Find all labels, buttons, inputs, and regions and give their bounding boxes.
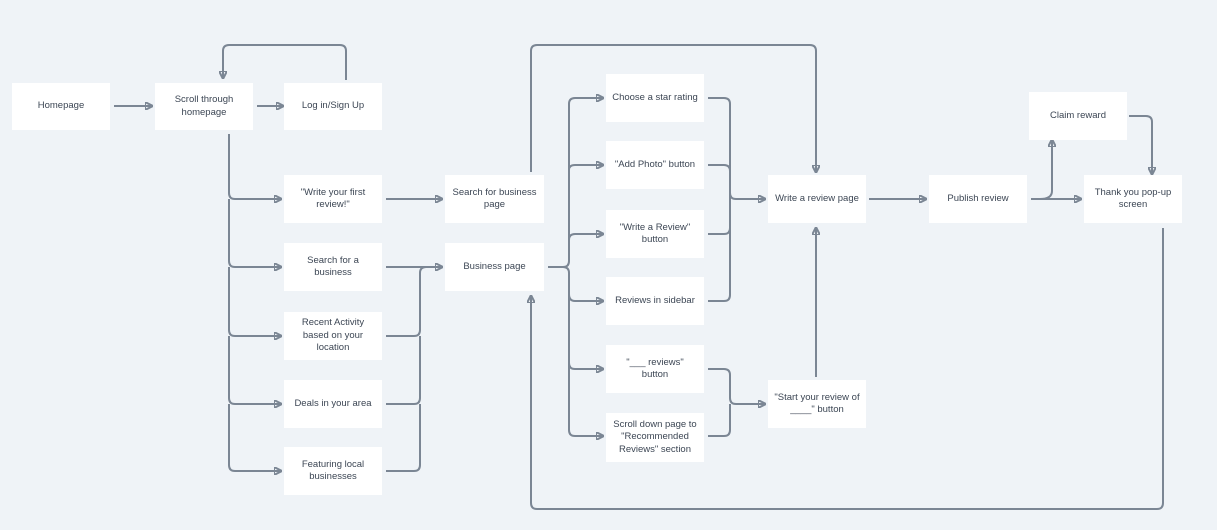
edge-scroll-to-deals (228, 336, 281, 404)
edge-business-page-to-write-review-btn (568, 234, 603, 241)
node-business-page: Business page (445, 243, 544, 291)
edge-write-review-btn-to-write-review-page (708, 199, 731, 235)
edge-scroll-recommended-to-start-review (708, 404, 731, 437)
edge-claim-reward-to-thank-you (1129, 115, 1152, 174)
node-scroll-recommended: Scroll down page to "Recommended Reviews… (606, 413, 704, 462)
edge-scroll-to-write-first (228, 134, 281, 199)
node-reviews-sidebar: Reviews in sidebar (606, 277, 704, 325)
edge-star-rating-to-write-review-page (708, 97, 765, 199)
node-write-review-page: Write a review page (768, 175, 866, 223)
edge-business-page-to-reviews-sidebar (568, 293, 603, 301)
node-write-review-button: "Write a Review" button (606, 210, 704, 258)
edge-reviews-count-to-start-review (708, 368, 765, 404)
node-search-business-page: Search for business page (445, 175, 544, 223)
node-start-review-button: "Start your review of ____" button (768, 380, 866, 428)
edge-featuring-to-business-page (386, 404, 421, 472)
node-write-first-review: "Write your first review!" (284, 175, 382, 223)
node-login-signup: Log in/Sign Up (284, 83, 382, 130)
edge-search-page-to-write-review-page (530, 44, 816, 172)
node-featuring-local: Featuring local businesses (284, 447, 382, 495)
edge-scroll-to-recent-activity (228, 267, 281, 336)
edge-business-page-to-add-photo (568, 165, 603, 171)
node-homepage: Homepage (12, 83, 110, 130)
edge-business-page-lower-branch (562, 266, 603, 436)
node-recent-activity: Recent Activity based on your location (284, 312, 382, 360)
edge-sidebar-to-write-review-page (708, 199, 731, 302)
node-thank-you-popup: Thank you pop-up screen (1084, 175, 1182, 223)
edge-business-page-to-reviews-count (568, 362, 603, 369)
node-claim-reward: Claim reward (1029, 92, 1127, 140)
edge-deals-to-business-page (386, 336, 421, 405)
node-publish-review: Publish review (929, 175, 1027, 223)
node-choose-star-rating: Choose a star rating (606, 74, 704, 122)
node-scroll-homepage: Scroll through homepage (155, 83, 253, 130)
node-search-business: Search for a business (284, 243, 382, 291)
node-deals-area: Deals in your area (284, 380, 382, 428)
node-add-photo-button: "Add Photo" button (606, 141, 704, 189)
edge-add-photo-to-write-review-page (708, 164, 731, 199)
edge-scroll-to-featuring (228, 404, 281, 471)
edge-publish-to-claim-reward (1039, 140, 1052, 200)
edge-thank-you-to-business-page (531, 228, 1164, 510)
edge-recent-activity-to-business-page (386, 266, 427, 337)
edge-login-loop-to-scroll (223, 44, 347, 80)
edge-business-page-branch (548, 98, 603, 268)
node-reviews-count-button: "___ reviews" button (606, 345, 704, 393)
edge-scroll-to-search-business (228, 199, 281, 267)
